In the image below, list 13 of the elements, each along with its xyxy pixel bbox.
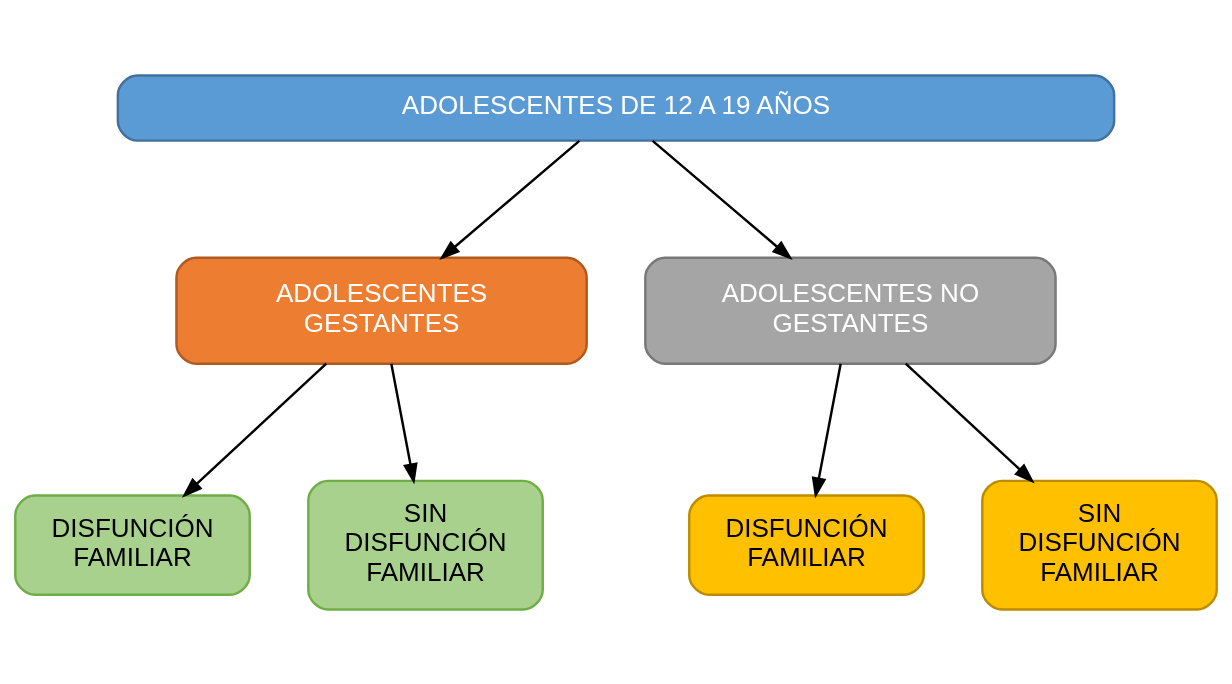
arrow xyxy=(904,362,1035,483)
node-box: DISFUNCIÓN FAMILIAR xyxy=(688,493,925,596)
arrow xyxy=(390,362,418,484)
arrow xyxy=(651,139,793,260)
node-box: ADOLESCENTES NO GESTANTES xyxy=(644,256,1057,365)
arrow xyxy=(181,362,328,498)
node-box: ADOLESCENTES DE 12 A 19 AÑOS xyxy=(116,73,1116,142)
arrow xyxy=(439,139,581,260)
node-box: DISFUNCIÓN FAMILIAR xyxy=(14,493,251,596)
node-box: SIN DISFUNCIÓN FAMILIAR xyxy=(981,479,1218,611)
arrow xyxy=(811,362,842,498)
node-box: SIN DISFUNCIÓN FAMILIAR xyxy=(307,479,544,611)
node-box: ADOLESCENTES GESTANTES xyxy=(175,256,588,365)
